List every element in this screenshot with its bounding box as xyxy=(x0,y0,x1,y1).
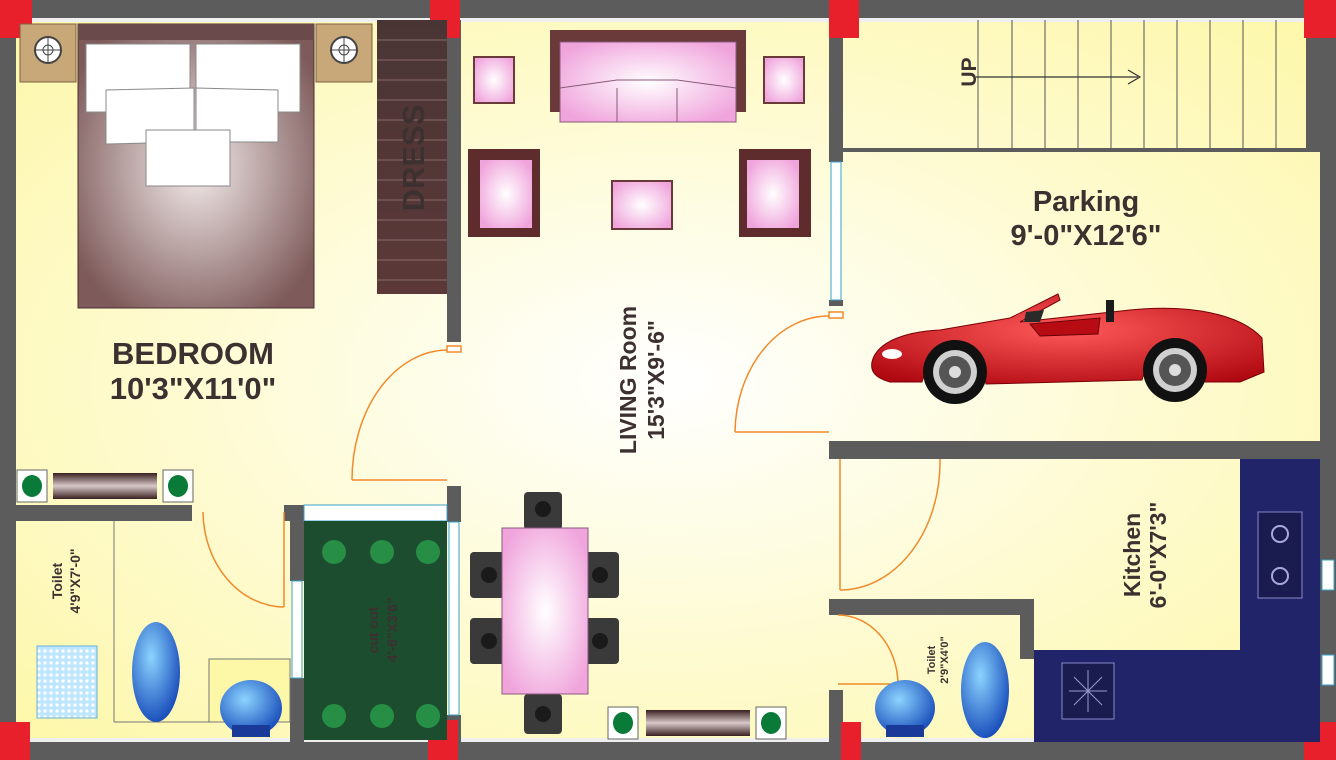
washbasin-left xyxy=(220,680,282,737)
living-size: 15'3"X9'-6" xyxy=(643,320,669,440)
stairs: UP xyxy=(958,20,1277,148)
toilet-right-name: Toilet xyxy=(926,645,938,674)
toilet-left-size: 4'9"X7'-0" xyxy=(67,548,83,613)
nightstand-left xyxy=(19,23,77,83)
shower-tray xyxy=(36,645,98,719)
nightstand-right xyxy=(315,23,373,83)
stairs-up-label: UP xyxy=(958,57,981,86)
living-room: LIVING Room 15'3"X9'-6" xyxy=(468,30,811,740)
parking-size: 9'-0"X12'6" xyxy=(1011,220,1162,252)
bed xyxy=(77,23,315,309)
windows xyxy=(291,161,1335,716)
car-wheel-rear xyxy=(1143,338,1207,402)
sofa xyxy=(550,30,746,123)
cutout: cut out 4'-6"X3'6" xyxy=(304,521,447,740)
outer-wall-inner-edge xyxy=(16,18,1320,742)
stove xyxy=(1257,511,1303,599)
armchair-right xyxy=(739,149,811,237)
parking-name: Parking xyxy=(1033,186,1139,218)
kitchen-name: Kitchen xyxy=(1119,513,1145,597)
bedroom-console xyxy=(16,469,194,503)
cutout-size: 4'-6"X3'6" xyxy=(384,597,400,662)
coffee-table xyxy=(611,180,673,230)
toilet-right-seat xyxy=(961,642,1009,738)
kitchen-size: 6'-0"X7'3" xyxy=(1145,502,1171,609)
living-console xyxy=(607,706,787,740)
living-name: LIVING Room xyxy=(615,306,641,454)
armchair-left xyxy=(468,149,540,237)
door-swings xyxy=(202,311,941,685)
bedroom-name: BEDROOM xyxy=(112,336,274,371)
toilet-left-name: Toilet xyxy=(49,563,65,600)
toilet-left-seat xyxy=(132,622,180,722)
dress-label: DRESS xyxy=(396,105,431,212)
car-wheel-front xyxy=(923,340,987,404)
car xyxy=(871,293,1265,404)
dining-set xyxy=(470,492,619,734)
kitchen-sink xyxy=(1061,662,1115,720)
bedroom: DRESS BEDROOM 10'3"X11'0" xyxy=(16,20,447,503)
toilet-left: Toilet 4'9"X7'-0" xyxy=(36,521,291,737)
bedroom-size: 10'3"X11'0" xyxy=(110,371,277,406)
dress-wardrobe: DRESS xyxy=(377,20,447,294)
side-table-left xyxy=(473,56,515,104)
kitchen: Kitchen 6'-0"X7'3" xyxy=(1034,459,1320,742)
side-table-right xyxy=(763,56,805,104)
toilet-right-size: 2'9"X4'0" xyxy=(939,636,951,683)
washbasin-right xyxy=(875,680,935,737)
cutout-name: cut out xyxy=(365,606,381,653)
toilet-right: Toilet 2'9"X4'0" xyxy=(875,636,1009,738)
dining-table xyxy=(501,527,589,695)
